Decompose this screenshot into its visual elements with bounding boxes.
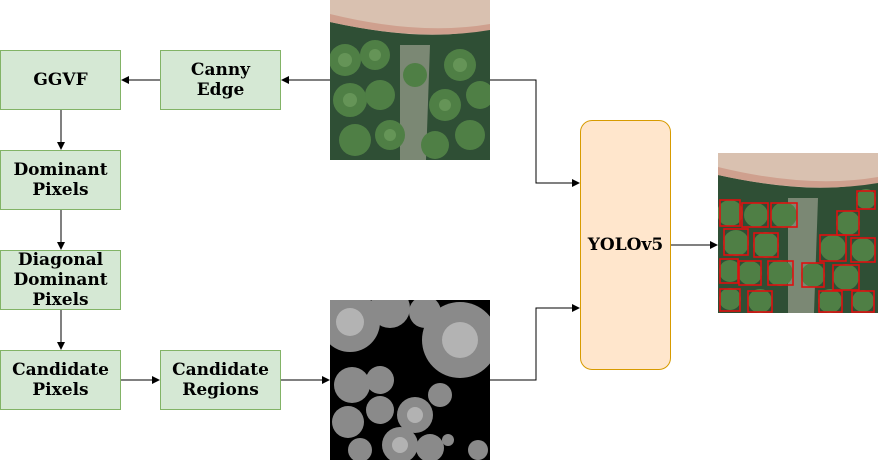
ggvf-label: GGVF: [33, 70, 88, 90]
canny-edge-label: Canny Edge: [190, 60, 251, 100]
yolov5-label: YOLOv5: [587, 235, 664, 255]
canny-edge-box: Canny Edge: [160, 50, 281, 110]
yolov5-box: YOLOv5: [580, 120, 671, 370]
ggvf-box: GGVF: [0, 50, 121, 110]
candidate-regions-mask-image: [330, 300, 490, 460]
candidate-pixels-label: Candidate Pixels: [12, 360, 109, 400]
candidate-pixels-box: Candidate Pixels: [0, 350, 121, 410]
candidate-regions-label: Candidate Regions: [172, 360, 269, 400]
aerial-input-image: [330, 0, 490, 160]
dominant-pixels-label: Dominant Pixels: [13, 160, 108, 200]
diagonal-dominant-pixels-label: Diagonal Dominant Pixels: [13, 250, 108, 310]
arrow-mask-to-yolo: [490, 304, 580, 381]
candidate-regions-box: Candidate Regions: [160, 350, 281, 410]
dominant-pixels-box: Dominant Pixels: [0, 150, 121, 210]
arrow-image-to-yolo: [490, 79, 580, 187]
diagonal-dominant-pixels-box: Diagonal Dominant Pixels: [0, 250, 121, 310]
detection-output-image: [718, 153, 878, 313]
